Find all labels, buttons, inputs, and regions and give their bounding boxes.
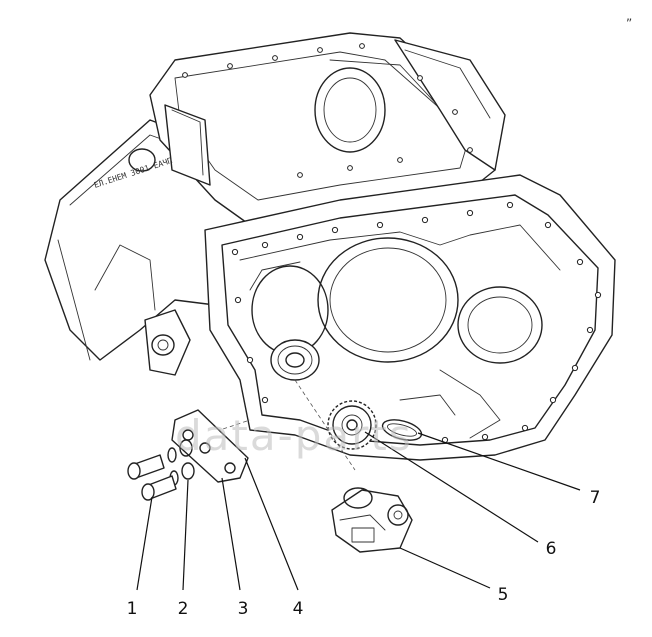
part-3-washers	[179, 439, 195, 480]
part-1-bolts	[127, 454, 177, 501]
leader-lines	[136, 431, 581, 591]
callout-numbers: 1 2 3 4 5 6 7	[127, 488, 601, 619]
callout-3: 3	[238, 599, 249, 619]
watermark-text: data-parts	[175, 411, 413, 460]
callout-1: 1	[127, 599, 138, 619]
corner-mark: „	[626, 9, 632, 23]
callout-4: 4	[293, 599, 304, 619]
part-7-o-ring	[381, 419, 423, 441]
part-5-pump-assembly	[331, 487, 413, 553]
part-6-gear	[327, 400, 377, 450]
callout-5: 5	[498, 585, 509, 605]
part-4-cover-plate	[171, 409, 249, 483]
callout-2: 2	[178, 599, 189, 619]
callout-6: 6	[546, 539, 557, 559]
gearbox-housing: ЕЛ.ЕНЕМ 3001 ЕАЧП	[44, 32, 616, 461]
flange-bolt-holes	[182, 43, 602, 444]
callout-7: 7	[590, 488, 601, 508]
